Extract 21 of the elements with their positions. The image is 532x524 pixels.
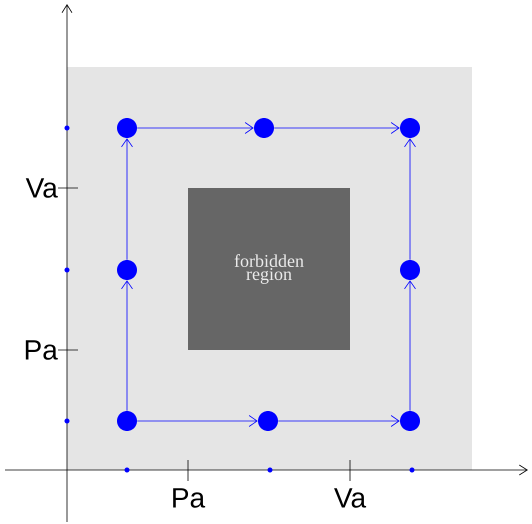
arrow [404,138,416,260]
dot [117,411,137,431]
arrow [136,415,258,427]
arrow [121,280,133,412]
axis-label: Pa [173,488,206,508]
dot [258,411,278,431]
dot [117,118,137,138]
axis-label: Va [26,178,58,198]
dot [117,260,137,280]
axis-label: Va [334,488,366,508]
arrow [121,138,133,260]
dot [400,260,420,280]
dot [400,118,420,138]
axis-label: Pa [26,340,58,360]
arrow [278,415,400,427]
region-box: forbidden region [188,188,350,350]
dot [400,411,420,431]
arrow [274,122,400,134]
arrow [136,122,254,134]
dot [254,118,274,138]
arrow [404,280,416,412]
